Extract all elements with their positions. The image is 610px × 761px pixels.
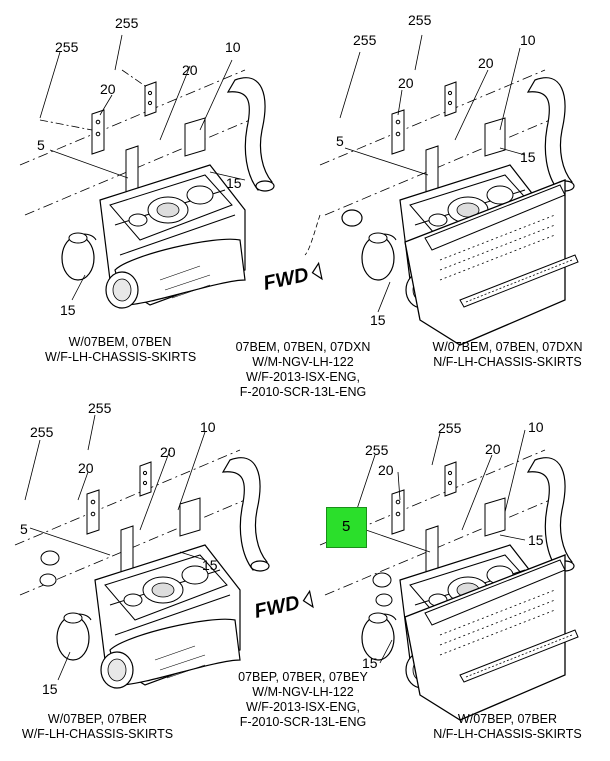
svg-text:FWD: FWD <box>261 264 310 295</box>
callout-15: 15 <box>226 175 242 191</box>
callout-255: 255 <box>55 39 79 55</box>
callout-15: 15 <box>202 557 218 573</box>
caption-line: N/F-LH-CHASSIS-SKIRTS <box>433 727 582 741</box>
callout-255: 255 <box>365 442 389 458</box>
svg-text:FWD: FWD <box>252 592 301 623</box>
caption-line: W/F-LH-CHASSIS-SKIRTS <box>45 350 197 364</box>
callout-15: 15 <box>528 532 544 548</box>
callout-255: 255 <box>353 32 377 48</box>
callout-20: 20 <box>182 62 198 78</box>
caption-line: W/F-2013-ISX-ENG, <box>246 370 360 384</box>
assembly-drawing-top-right <box>304 34 579 346</box>
caption-line: W/M-NGV-LH-122 <box>252 685 354 699</box>
assembly-drawing-bottom-right <box>319 429 579 721</box>
caption-line: N/F-LH-CHASSIS-SKIRTS <box>433 355 582 369</box>
callout-5: 5 <box>20 521 28 537</box>
assembly-drawing-top-left <box>19 34 275 309</box>
callout-10: 10 <box>200 419 216 435</box>
callout-15: 15 <box>42 681 58 697</box>
callout-255: 255 <box>408 12 432 28</box>
callout-255: 255 <box>438 420 462 436</box>
caption-top-left: W/07BEM, 07BEN W/F-LH-CHASSIS-SKIRTS <box>45 335 197 365</box>
callout-5: 5 <box>336 133 344 149</box>
caption-bottom-center: 07BEP, 07BER, 07BEY W/M-NGV-LH-122 W/F-2… <box>218 670 388 730</box>
callout-15: 15 <box>370 312 386 328</box>
caption-line: W/F-2013-ISX-ENG, <box>246 700 360 714</box>
highlighted-callout-5[interactable]: 5 <box>326 507 367 548</box>
callout-20: 20 <box>478 55 494 71</box>
forward-arrow-top: FWD <box>261 262 323 295</box>
caption-line: W/07BEP, 07BER <box>47 712 148 726</box>
caption-line: W/07BEM, 07BEN, 07DXN <box>432 340 583 354</box>
caption-line: W/07BEP, 07BER <box>457 712 558 726</box>
caption-bottom-right: W/07BEP, 07BER N/F-LH-CHASSIS-SKIRTS <box>420 712 595 742</box>
caption-line: F-2010-SCR-13L-ENG <box>239 715 367 729</box>
callout-255: 255 <box>88 400 112 416</box>
callout-15: 15 <box>520 149 536 165</box>
callout-5: 5 <box>37 137 45 153</box>
callout-15: 15 <box>60 302 76 318</box>
callout-255: 255 <box>115 15 139 31</box>
caption-line: 07BEP, 07BER, 07BEY <box>238 670 368 684</box>
callout-20: 20 <box>78 460 94 476</box>
caption-top-right: W/07BEM, 07BEN, 07DXN N/F-LH-CHASSIS-SKI… <box>420 340 595 370</box>
callout-10: 10 <box>528 419 544 435</box>
caption-line: W/F-LH-CHASSIS-SKIRTS <box>21 727 174 741</box>
callout-20: 20 <box>160 444 176 460</box>
caption-bottom-left: W/07BEP, 07BER W/F-LH-CHASSIS-SKIRTS <box>20 712 175 742</box>
assembly-drawing-bottom-left <box>14 414 270 689</box>
caption-top-center: 07BEM, 07BEN, 07DXN W/M-NGV-LH-122 W/F-2… <box>218 340 388 400</box>
callout-10: 10 <box>225 39 241 55</box>
caption-line: W/M-NGV-LH-122 <box>252 355 354 369</box>
callout-20: 20 <box>378 462 394 478</box>
callout-20: 20 <box>100 81 116 97</box>
highlighted-callout-label: 5 <box>342 518 351 535</box>
caption-line: W/07BEM, 07BEN <box>68 335 172 349</box>
callout-10: 10 <box>520 32 536 48</box>
caption-line: F-2010-SCR-13L-ENG <box>239 385 367 399</box>
caption-line: 07BEM, 07BEN, 07DXN <box>235 340 371 354</box>
callout-20: 20 <box>485 441 501 457</box>
callout-20: 20 <box>398 75 414 91</box>
callout-255: 255 <box>30 424 54 440</box>
forward-arrow-bottom: FWD <box>252 590 314 623</box>
callout-15: 15 <box>362 655 378 671</box>
